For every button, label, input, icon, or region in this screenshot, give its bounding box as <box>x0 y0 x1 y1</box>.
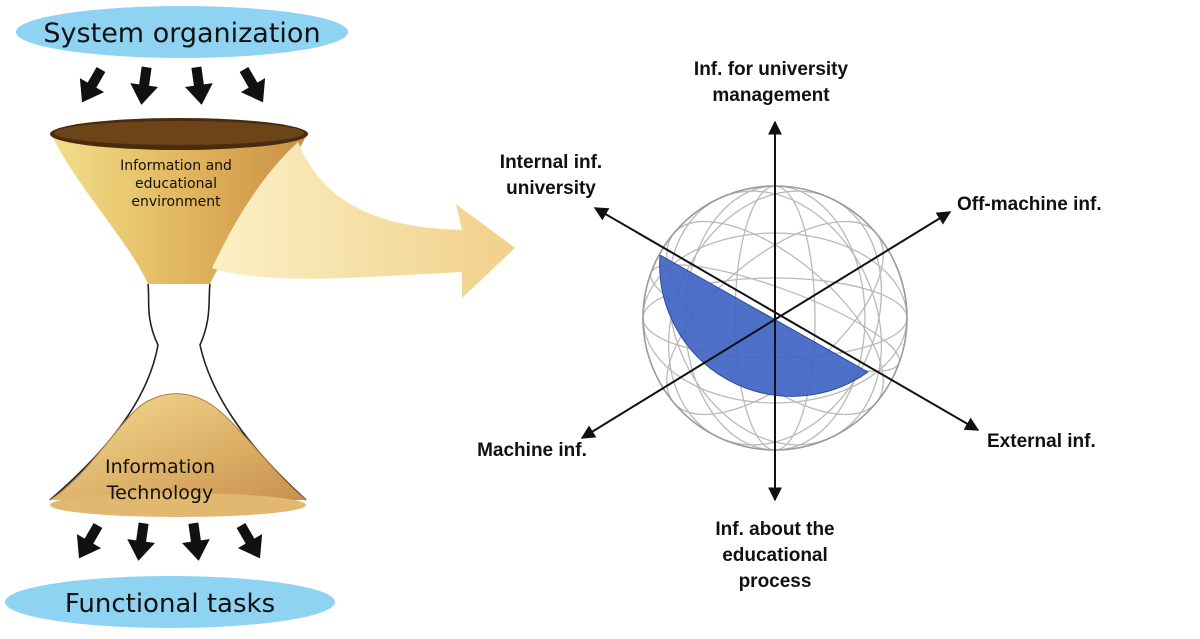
axis-label-lower-left: Machine inf. <box>477 440 587 461</box>
axis-label-upper-left-1: Internal inf. <box>500 152 602 173</box>
arrow-down-icon <box>127 522 155 561</box>
arrow-down-icon <box>239 66 266 103</box>
axis-label-upper-right: Off-machine inf. <box>957 194 1102 215</box>
upper-bulb-label-1: Information and <box>120 158 232 174</box>
hourglass-diagram: System organization <box>5 6 348 628</box>
arrow-down-icon <box>182 522 210 561</box>
axis-label-bottom-1: Inf. about the <box>715 519 834 540</box>
lower-bulb-label-2: Technology <box>106 482 213 504</box>
axis-label-bottom-2: educational <box>722 545 828 566</box>
arrow-down-icon <box>76 522 103 559</box>
axis-label-top-1: Inf. for university <box>694 59 849 80</box>
output-arrows <box>76 522 263 561</box>
upper-bulb-label-2: educational <box>135 176 217 192</box>
lower-bulb-label-1: Information <box>105 456 215 478</box>
input-arrows <box>79 66 266 105</box>
arrow-down-icon <box>130 66 158 105</box>
upper-bulb-label-3: environment <box>131 194 221 210</box>
arrow-down-icon <box>236 522 263 559</box>
system-organization-ellipse: System organization <box>16 6 348 58</box>
system-organization-label: System organization <box>43 18 320 49</box>
big-transition-arrow <box>212 142 515 298</box>
axis-label-upper-left-2: university <box>506 178 596 199</box>
information-sphere: Inf. for university management Internal … <box>477 59 1102 592</box>
axis-label-bottom-3: process <box>739 571 812 592</box>
lower-bulb <box>49 393 307 517</box>
functional-tasks-ellipse: Functional tasks <box>5 576 335 628</box>
arrow-down-icon <box>79 66 106 103</box>
axis-diagonal-up <box>580 211 952 439</box>
axis-label-lower-right: External inf. <box>987 431 1096 452</box>
axis-label-top-2: management <box>712 85 830 106</box>
upper-bulb <box>50 118 308 284</box>
arrow-down-icon <box>185 66 213 105</box>
functional-tasks-label: Functional tasks <box>65 589 275 619</box>
